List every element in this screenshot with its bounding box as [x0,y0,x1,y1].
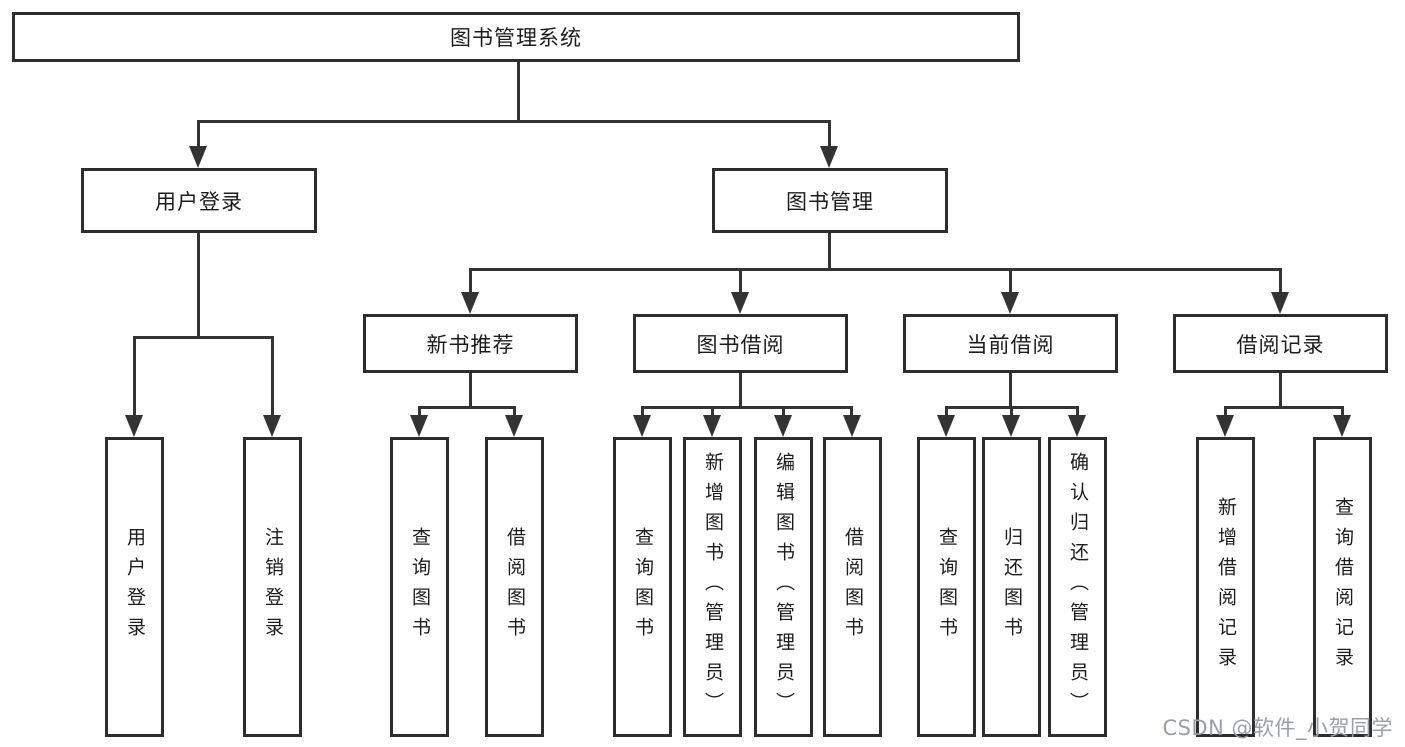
edge-drop-book-borrow [739,268,742,294]
leaf-cb-return-book-label: 归还图书 [1001,527,1023,647]
leaf-logout: 注销登录 [243,437,302,737]
leaf-bb-borrow-book: 借阅图书 [823,437,882,737]
edge-drop-bb-edit [782,406,785,417]
arrow-down-bb-borrow [843,415,861,437]
edge-root-stem [517,62,520,122]
leaf-nbr-borrow-book: 借阅图书 [485,437,544,737]
node-borrow-records: 借阅记录 [1173,314,1388,373]
leaf-user-login-label: 用户登录 [124,527,146,647]
leaf-cb-confirm-return-label: 确认归还（管理员） [1067,452,1089,722]
node-new-book-recommend-label: 新书推荐 [426,332,515,357]
leaf-cb-query-book: 查询图书 [917,437,976,737]
edge-book-management-stem [828,233,831,271]
csdn-watermark: CSDN @软件_小贺同学 [1162,716,1393,740]
node-current-borrow-label: 当前借阅 [966,332,1055,357]
edge-cb-stem [1009,373,1012,409]
arrow-down-current-borrow [1001,292,1019,314]
edge-bb-stem [739,373,742,409]
arrow-down-nbr-borrow [505,415,523,437]
edge-drop-new-book-recommend [469,268,472,294]
arrow-down-br-add [1216,415,1234,437]
arrow-down-bb-add [703,415,721,437]
edge-drop-bb-add [711,406,714,417]
leaf-bb-add-book: 新增图书（管理员） [683,437,742,737]
edge-nbr-stem [469,373,472,409]
arrow-down-cb-query [937,415,955,437]
node-new-book-recommend: 新书推荐 [363,314,578,373]
edge-user-login-rail [133,336,274,339]
edge-drop-nbr-query [418,406,421,417]
edge-drop-cb-query [945,406,948,417]
edge-drop-cb-confirm [1076,406,1079,417]
node-book-management: 图书管理 [712,168,948,233]
edge-drop-bb-borrow [850,406,853,417]
leaf-logout-label: 注销登录 [262,527,284,647]
edge-book-management-rail [469,268,1282,271]
arrow-down-br-query [1333,415,1351,437]
node-borrow-records-label: 借阅记录 [1236,332,1325,357]
edge-root-rail [197,120,831,123]
arrow-down-leaf-user-login [125,415,143,437]
arrow-down-new-book-recommend [461,292,479,314]
arrow-down-bb-edit [774,415,792,437]
leaf-bb-edit-book: 编辑图书（管理员） [754,437,813,737]
edge-drop-current-borrow [1009,268,1012,294]
leaf-nbr-query-book: 查询图书 [390,437,449,737]
node-root: 图书管理系统 [12,12,1020,62]
edge-drop-bb-query [641,406,644,417]
node-book-borrow-label: 图书借阅 [696,332,785,357]
edge-br-stem [1279,373,1282,409]
edge-br-rail [1224,406,1344,409]
leaf-cb-return-book: 归还图书 [982,437,1041,737]
node-user-login: 用户登录 [81,168,317,233]
edge-drop-nbr-borrow [513,406,516,417]
edge-drop-leaf-logout [271,336,274,417]
edge-drop-user-login [197,120,200,148]
leaf-br-query-record-label: 查询借阅记录 [1332,497,1354,677]
arrow-down-book-management [820,146,838,168]
node-book-management-label: 图书管理 [786,189,874,214]
arrow-down-leaf-logout [263,415,281,437]
edge-drop-br-add [1224,406,1227,417]
node-user-login-label: 用户登录 [155,189,243,214]
leaf-br-add-record-label: 新增借阅记录 [1215,497,1237,677]
leaf-cb-query-book-label: 查询图书 [936,527,958,647]
leaf-bb-edit-book-label: 编辑图书（管理员） [773,452,795,722]
arrow-down-book-borrow [731,292,749,314]
edge-drop-br-query [1341,406,1344,417]
arrow-down-cb-confirm [1068,415,1086,437]
leaf-bb-query-book-label: 查询图书 [632,527,654,647]
leaf-user-login: 用户登录 [105,437,164,737]
node-root-label: 图书管理系统 [450,26,582,50]
edge-bb-rail [641,406,853,409]
edge-user-login-stem [197,233,200,339]
edge-drop-cb-return [1010,406,1013,417]
edge-drop-book-management [828,120,831,148]
leaf-bb-query-book: 查询图书 [613,437,672,737]
node-book-borrow: 图书借阅 [633,314,848,373]
edge-nbr-rail [418,406,515,409]
leaf-nbr-borrow-book-label: 借阅图书 [504,527,526,647]
leaf-nbr-query-book-label: 查询图书 [409,527,431,647]
arrow-down-borrow-records [1271,292,1289,314]
leaf-bb-add-book-label: 新增图书（管理员） [702,452,724,722]
arrow-down-bb-query [633,415,651,437]
arrow-down-user-login [189,146,207,168]
arrow-down-nbr-query [410,415,428,437]
leaf-cb-confirm-return: 确认归还（管理员） [1048,437,1107,737]
node-current-borrow: 当前借阅 [903,314,1118,373]
leaf-br-add-record: 新增借阅记录 [1196,437,1255,737]
edge-drop-borrow-records [1279,268,1282,294]
edge-drop-leaf-user-login [133,336,136,417]
arrow-down-cb-return [1002,415,1020,437]
leaf-bb-borrow-book-label: 借阅图书 [842,527,864,647]
leaf-br-query-record: 查询借阅记录 [1313,437,1372,737]
